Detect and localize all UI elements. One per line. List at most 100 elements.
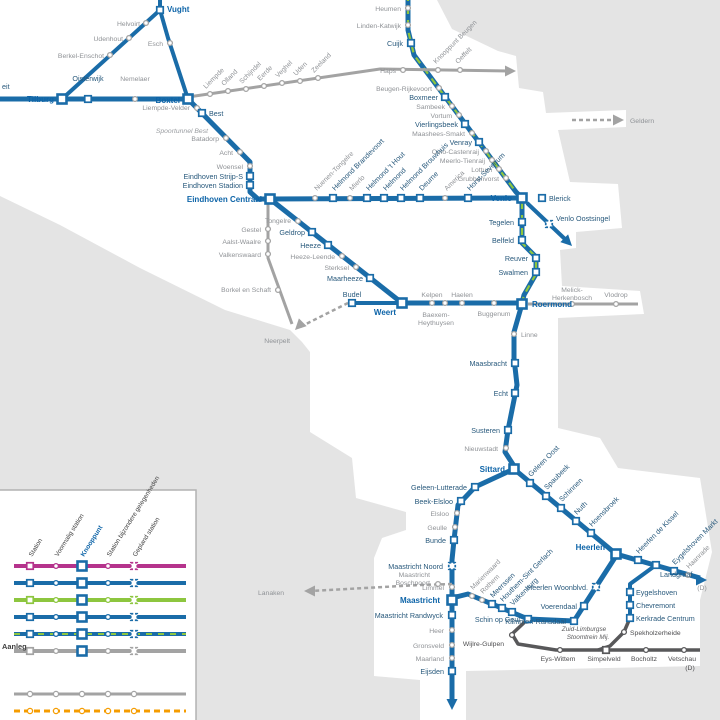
legend-marker (130, 690, 138, 698)
legend-marker (104, 579, 112, 587)
rail-line-roermond-sittard (502, 303, 525, 468)
station-marker-former (242, 85, 250, 93)
station-label: Wijlre-Gulpen (463, 641, 504, 648)
legend-marker (76, 577, 88, 589)
station-marker (531, 267, 541, 277)
legend-marker (104, 613, 112, 621)
direction-arrow-icon (505, 65, 516, 77)
station-label: Haelen (451, 292, 473, 299)
station-label: Geldrop (279, 228, 305, 237)
station-label: Oirlo-Castenraij (432, 149, 480, 156)
station-label: Vierlingsbeek (415, 120, 458, 129)
station-marker (497, 603, 507, 613)
station-marker-former (612, 300, 620, 308)
station-marker (633, 555, 643, 565)
station-label: Spoortunnel Best (156, 128, 209, 135)
station-label: Borkel en Schaft (221, 287, 271, 294)
station-label: Helvoirt (117, 21, 140, 28)
station-label: Geleen-Lutterade (411, 483, 467, 492)
rail-line-duits-lijntje (187, 67, 511, 99)
legend-marker (52, 579, 60, 587)
station-label: Swalmen (498, 268, 528, 277)
direction-arrow-icon (696, 574, 707, 586)
rail-line-boxtel-vught (158, 9, 190, 100)
station-label: Grubbenvorst (458, 176, 499, 183)
legend-marker (76, 628, 88, 640)
station-marker-former (106, 51, 114, 59)
legend-marker (129, 561, 139, 571)
station-marker-former (278, 79, 286, 87)
station-label: Weert (374, 308, 396, 317)
station-label: Echt (494, 389, 508, 398)
station-marker-former (680, 646, 688, 654)
station-label: Schinnen (557, 476, 585, 504)
station-marker (197, 108, 207, 118)
legend-marker (26, 690, 34, 698)
station-marker-hub (610, 548, 622, 560)
legend-marker (76, 645, 88, 657)
station-marker (365, 273, 375, 283)
station-label: Simpelveld (587, 656, 620, 663)
station-marker (510, 358, 520, 368)
station-marker-former (434, 66, 442, 74)
station-marker (507, 607, 517, 617)
station-marker-former (142, 19, 150, 27)
station-label: Landgraaf (660, 570, 692, 579)
station-label: Hoensbroek (587, 494, 621, 528)
legend-marker (129, 595, 139, 605)
station-marker-former (434, 580, 442, 588)
station-label: Uden (292, 61, 309, 78)
legend-marker (25, 578, 35, 588)
station-label: Vlodrop (604, 292, 628, 299)
station-marker-former (453, 509, 461, 517)
station-label: Sittard (480, 465, 505, 474)
station-marker-former (294, 217, 302, 225)
station-marker (503, 425, 513, 435)
station-label: Heumen (375, 6, 401, 13)
rail-line-budel-neerpelt (299, 301, 349, 329)
station-marker (625, 587, 635, 597)
legend-marker (25, 646, 35, 656)
station-marker-planned (591, 582, 601, 592)
station-marker-former (338, 252, 346, 260)
station-marker-former (125, 34, 133, 42)
station-marker (625, 600, 635, 610)
legend-marker (25, 595, 35, 605)
legend-marker (52, 613, 60, 621)
station-label: Udenhout (94, 36, 124, 43)
station-marker-former (455, 111, 463, 119)
station-label: Tegelen (489, 218, 514, 227)
station-marker-former (260, 82, 268, 90)
legend-marker (26, 707, 34, 715)
station-label: Haps (380, 68, 396, 75)
station-marker-former (296, 77, 304, 85)
station-marker (307, 227, 317, 237)
station-marker (379, 193, 389, 203)
station-marker (447, 610, 457, 620)
legend-marker (52, 690, 60, 698)
station-label: Cuijk (387, 39, 403, 48)
rail-line-venlo-roermond-green (520, 202, 538, 304)
station-label: Zuid-Limburgse (561, 626, 607, 633)
station-label: Linden-Katwijk (357, 23, 402, 30)
station-label: Boxmeer (409, 93, 438, 102)
station-marker-former (448, 102, 456, 110)
station-marker (347, 298, 357, 308)
legend-marker (25, 629, 35, 639)
legend-marker (25, 612, 35, 622)
station-label: Venlo Oostsingel (556, 214, 610, 223)
station-label: Nuth (572, 499, 589, 516)
station-marker (449, 535, 459, 545)
station-label: Best (209, 109, 223, 118)
legend-marker (52, 596, 60, 604)
station-label: Schin op Geul (475, 615, 521, 624)
direction-arrow-icon (304, 585, 315, 597)
station-marker (669, 566, 679, 576)
station-label: Aalst-Waalre (222, 239, 261, 246)
station-label: Heer (429, 628, 444, 635)
station-marker-former (502, 174, 510, 182)
station-label: Nemelaer (120, 76, 150, 83)
station-marker-former (620, 628, 628, 636)
station-label: Heerlen (576, 543, 605, 552)
station-label: Maastricht (400, 596, 440, 605)
